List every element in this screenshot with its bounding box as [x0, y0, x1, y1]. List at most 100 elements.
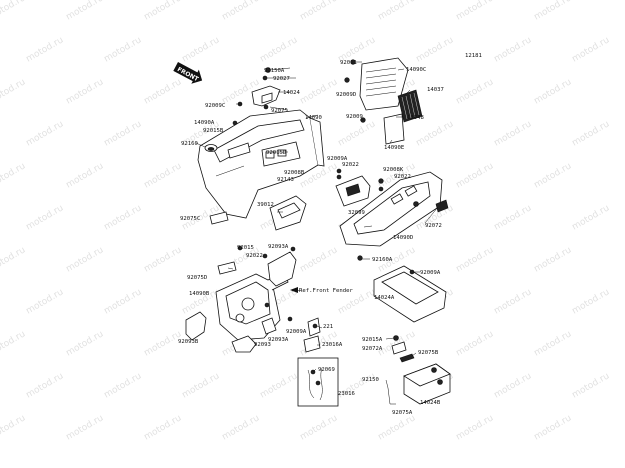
watermark-text: motod.ru: [65, 77, 106, 106]
label-92143: 92143: [277, 177, 294, 183]
watermark-text: motod.ru: [103, 371, 144, 400]
label-14024a: 14024A: [374, 295, 395, 301]
watermark-text: motod.ru: [533, 329, 574, 358]
pad-92075d: [217, 261, 237, 275]
bolt-92150a: [232, 67, 271, 126]
watermark-text: motod.ru: [493, 203, 534, 232]
label-14024b: 14024B: [420, 400, 441, 406]
label-92015a: 92015A: [362, 337, 383, 343]
watermark-text: motod.ru: [143, 245, 184, 274]
label-92075c: 92075C: [180, 216, 200, 222]
watermark-text: motod.ru: [143, 77, 184, 106]
watermark-text: motod.ru: [493, 287, 534, 316]
watermark-text: motod.ru: [455, 161, 496, 190]
label-221: 221: [323, 324, 333, 330]
label-92093a-2: 92093A: [268, 337, 289, 343]
watermark-text: motod.ru: [377, 0, 418, 23]
tray-14024a: [357, 255, 447, 323]
cover-14090c: [344, 57, 409, 111]
clamp-92093: [231, 302, 293, 353]
label-23016: 23016: [338, 391, 355, 397]
label-92093: 92093: [254, 342, 271, 348]
cover-14090: [197, 109, 325, 219]
watermark-text: motod.ru: [455, 413, 496, 442]
switch-32099: [335, 168, 371, 207]
watermark-text: motod.ru: [103, 203, 144, 232]
watermark-text: motod.ru: [103, 35, 144, 64]
ref-arrow-icon: [290, 287, 298, 293]
connector-221: [303, 317, 321, 353]
watermark-text: motod.ru: [533, 161, 574, 190]
label-92022-3: 92022: [246, 253, 263, 259]
label-92075b: 92075B: [418, 350, 439, 356]
leader-lines: [195, 61, 439, 389]
label-92009c: 92009C: [205, 103, 225, 109]
label-92008k: 92008K: [383, 167, 404, 173]
watermark-text: motod.ru: [65, 245, 106, 274]
label-92009a-3: 92009A: [286, 329, 307, 335]
watermark-text: motod.ru: [103, 119, 144, 148]
label-11048: 11048: [407, 115, 424, 121]
bracket-14024: [251, 85, 281, 107]
watermark-text: motod.ru: [455, 329, 496, 358]
label-92015d: 92015D: [266, 150, 287, 156]
label-14024: 14024: [283, 90, 300, 96]
watermark-text: motod.ru: [455, 77, 496, 106]
label-92027: 92027: [273, 76, 290, 82]
pad-92075c: [209, 211, 229, 225]
label-92093a: 92093A: [268, 244, 289, 250]
filter-14037: [397, 89, 423, 123]
watermark-text: motod.ru: [455, 0, 496, 23]
watermark-text: motod.ru: [25, 119, 66, 148]
label-92015b: 92015B: [203, 128, 224, 134]
watermark-text: motod.ru: [455, 245, 496, 274]
label-39012: 39012: [257, 202, 274, 208]
label-92009a-2: 92009A: [420, 270, 441, 276]
label-92160: 92160: [181, 141, 198, 147]
watermark-text: motod.ru: [0, 77, 27, 106]
watermark-text: motod.ru: [299, 77, 340, 106]
watermark-text: motod.ru: [259, 35, 300, 64]
watermark-text: motod.ru: [571, 287, 612, 316]
watermark-text: motod.ru: [143, 413, 184, 442]
label-92069: 92069: [318, 367, 335, 373]
watermark-text: motod.ru: [221, 413, 262, 442]
label-14037: 14037: [427, 87, 444, 93]
grommet-92160: [204, 144, 218, 152]
watermark-text: motod.ru: [181, 35, 222, 64]
rod-92150: [387, 387, 396, 405]
label-92011: 92011: [340, 60, 357, 66]
watermark-text: motod.ru: [25, 35, 66, 64]
watermark-text: motod.ru: [65, 329, 106, 358]
pad-92072: [435, 199, 449, 213]
cover-14090d: [339, 171, 443, 247]
flap-39012: [269, 195, 307, 231]
watermark-text: motod.ru: [259, 371, 300, 400]
watermark-text: motod.ru: [0, 413, 27, 442]
label-92075d: 92075D: [187, 275, 208, 281]
label-14090b: 14090B: [189, 291, 210, 297]
label-92150: 92150: [362, 377, 379, 383]
harness-23016: [297, 357, 339, 407]
watermark-text: motod.ru: [65, 413, 106, 442]
ref-front-fender: Ref.Front Fender: [299, 288, 354, 294]
watermark-text: motod.ru: [299, 245, 340, 274]
label-92150a: 92150A: [264, 68, 285, 74]
watermark-text: motod.ru: [299, 413, 340, 442]
watermark-text: motod.ru: [415, 119, 456, 148]
watermark-text: motod.ru: [533, 245, 574, 274]
watermark-text: motod.ru: [533, 413, 574, 442]
label-14090a: 14090A: [194, 120, 215, 126]
watermark-text: motod.ru: [65, 161, 106, 190]
watermark-text: motod.ru: [65, 0, 106, 23]
watermark-text: motod.ru: [493, 35, 534, 64]
watermark-text: motod.ru: [143, 161, 184, 190]
label-92022-2: 92022: [394, 174, 411, 180]
watermark-text: motod.ru: [571, 203, 612, 232]
diagram-code: 12181: [465, 53, 482, 59]
label-92009: 92009: [346, 114, 363, 120]
watermark-text: motod.ru: [0, 329, 27, 358]
watermark-text: motod.ru: [25, 371, 66, 400]
